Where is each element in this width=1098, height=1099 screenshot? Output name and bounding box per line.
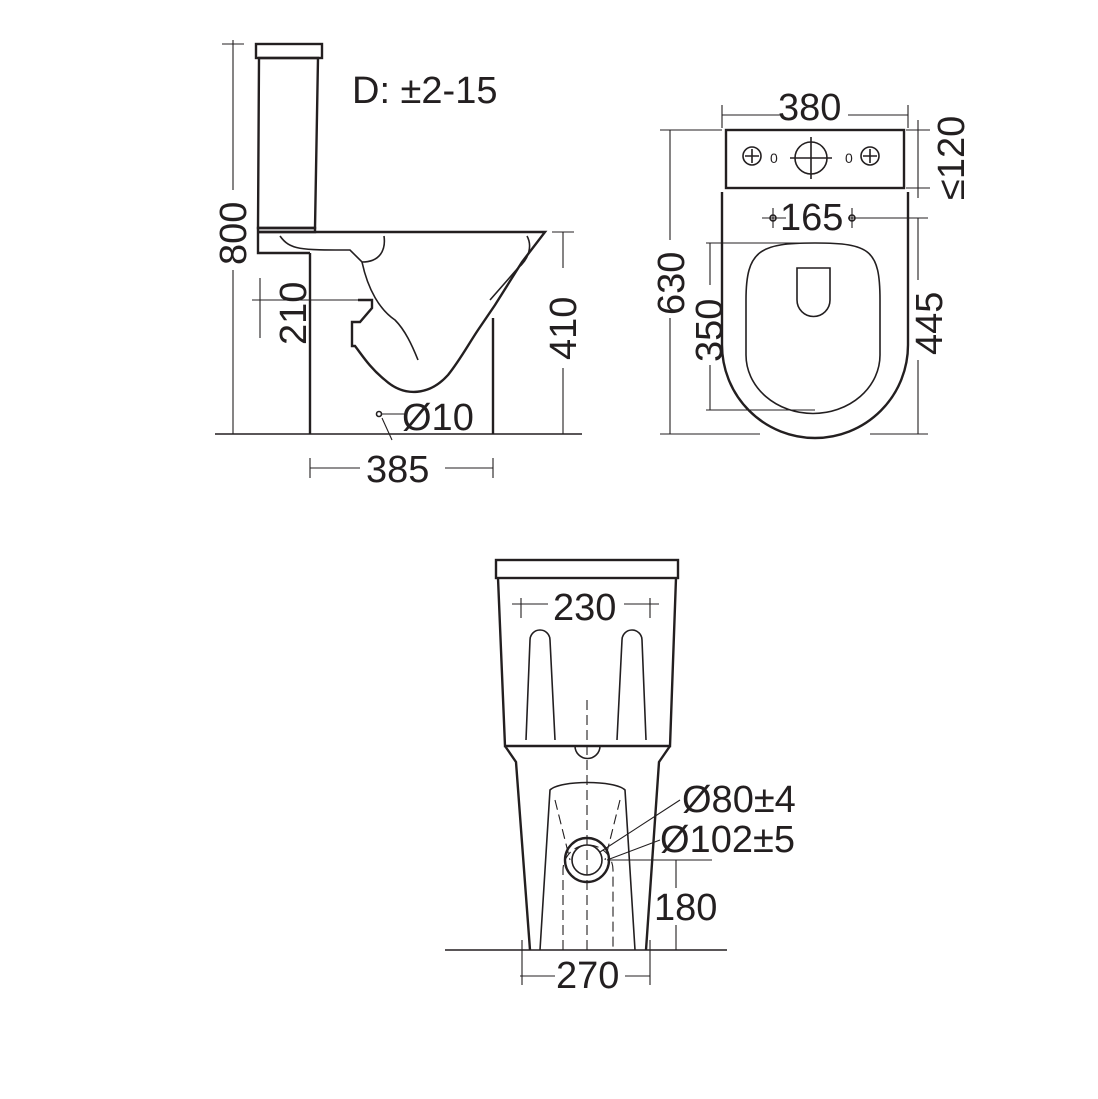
outlet-slot: [796, 267, 831, 318]
seat-opening: [745, 242, 881, 415]
tank-fittings: [525, 629, 647, 741]
top-view: 0 0 380 ≤120 165 630 350 445: [651, 87, 973, 440]
dim-inlet-diameter: Ø80±4: [682, 779, 796, 821]
bowl-outline: [258, 230, 548, 394]
dim-outlet-height: 210: [273, 282, 315, 345]
flush-channel: [279, 235, 386, 263]
tank-lid: [254, 42, 324, 60]
trap-inner: [361, 261, 419, 361]
side-view: D: ±2-15 800 210 410 Ø10 385: [213, 40, 585, 491]
cistern: [256, 56, 320, 230]
bowl-outer: [720, 192, 910, 440]
dim-bowl-length: 445: [909, 292, 951, 355]
tank-lid: [494, 558, 680, 580]
dim-hole-diameter: Ø10: [402, 397, 474, 439]
dim-outlet-diameter: Ø102±5: [660, 819, 795, 861]
dim-seat-height: 410: [543, 297, 585, 360]
dim-fixing-spacing: 230: [553, 587, 616, 629]
tolerance-note: D: ±2-15: [352, 70, 497, 112]
dim-width: 380: [778, 87, 841, 129]
dim-depth: 385: [366, 449, 429, 491]
dim-tank-depth: ≤120: [931, 116, 973, 200]
rim-front: [489, 235, 531, 301]
dim-height-total: 800: [213, 202, 255, 265]
dim-outlet-height: 180: [654, 887, 717, 929]
pedestal: [504, 745, 671, 951]
tank-top: [724, 128, 906, 190]
dim-length: 630: [651, 252, 693, 315]
button-mark: 0: [845, 150, 853, 166]
rear-view: 230 Ø80±4 Ø102±5 180 270: [445, 558, 796, 997]
dim-base-width: 270: [556, 955, 619, 997]
drain-hole: [375, 410, 383, 418]
dim-hinge-spacing: 165: [780, 197, 843, 239]
button-mark: 0: [770, 150, 778, 166]
dim-seat-inner: 350: [689, 299, 731, 362]
